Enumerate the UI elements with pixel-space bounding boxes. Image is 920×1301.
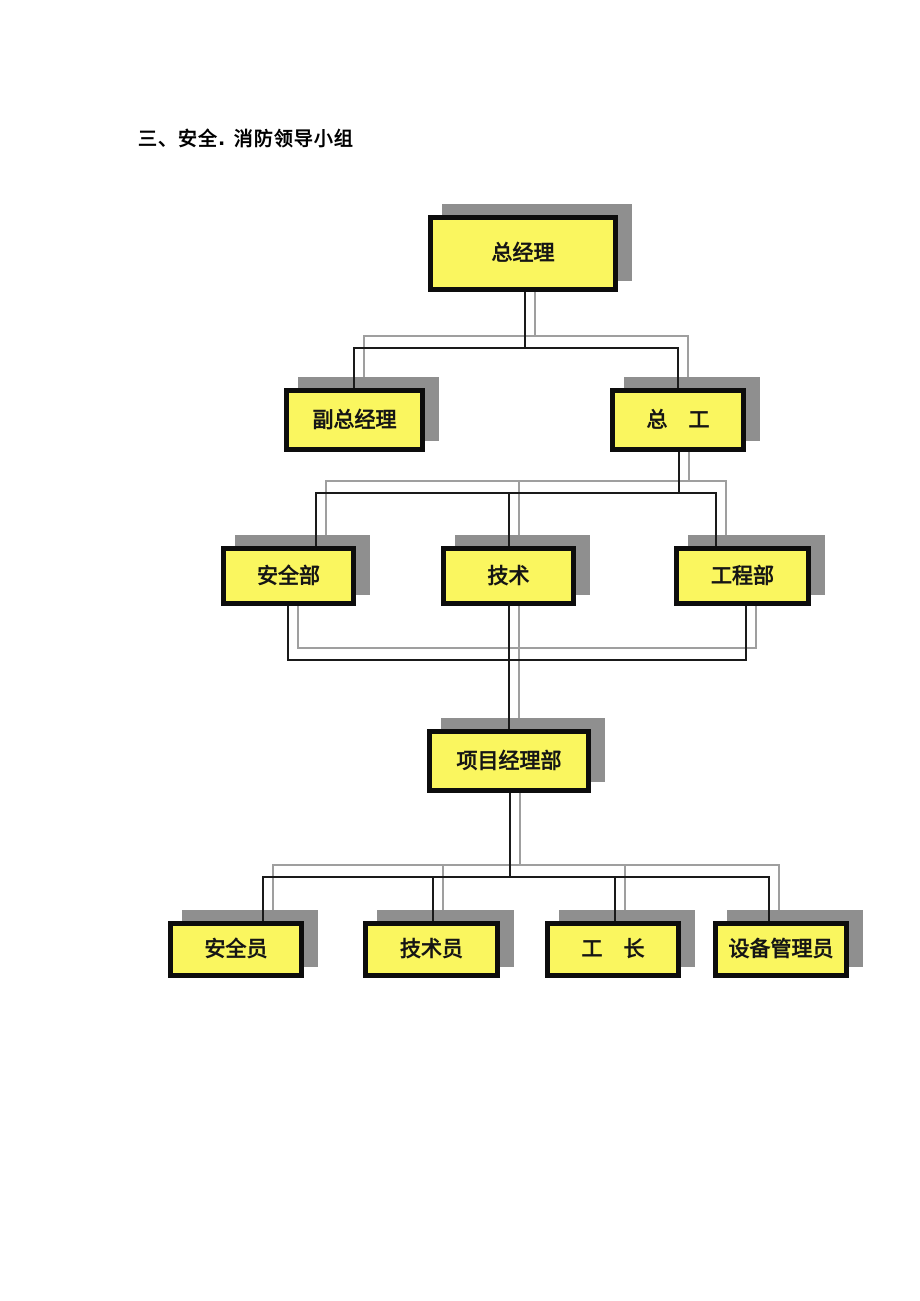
connector-line (614, 876, 616, 923)
connector-line-shadow (534, 279, 536, 337)
connector-line (262, 876, 770, 878)
connector-line (287, 604, 289, 661)
org-node-project-manager-dept: 项目经理部 (427, 729, 591, 793)
org-node-label: 工程部 (711, 563, 774, 588)
connector-line (715, 492, 717, 548)
connector-line (432, 876, 434, 923)
org-node-label: 项目经理部 (456, 748, 562, 773)
org-node-label: 设备管理员 (728, 937, 834, 961)
org-node-label: 总 工 (646, 407, 710, 432)
connector-line-shadow (688, 440, 690, 482)
connector-line (353, 347, 355, 390)
connector-line-shadow (325, 480, 327, 536)
connector-line-shadow (325, 480, 727, 482)
connector-line-shadow (519, 778, 521, 866)
connector-line (524, 291, 526, 349)
connector-line-shadow (363, 335, 689, 337)
connector-line-shadow (624, 864, 626, 911)
connector-line-shadow (272, 864, 274, 911)
connector-line-shadow (725, 480, 727, 536)
org-node-label: 安全部 (257, 563, 320, 588)
connector-line (745, 604, 747, 661)
connector-line (508, 492, 510, 548)
connector-line (768, 876, 770, 923)
org-node-label: 副总经理 (312, 407, 397, 432)
org-node-label: 技术员 (400, 937, 463, 961)
org-node-safety-officer: 安全员 (168, 921, 304, 978)
connector-line (315, 492, 317, 548)
connector-line-shadow (755, 592, 757, 649)
org-node-label: 安全员 (204, 937, 268, 961)
org-node-label: 总经理 (491, 241, 555, 265)
connector-line (315, 492, 717, 494)
org-node-safety-dept: 安全部 (221, 546, 356, 606)
org-node-technician: 技术员 (363, 921, 500, 978)
connector-line-shadow (518, 592, 520, 719)
org-node-engineering-dept: 工程部 (674, 546, 811, 606)
org-node-general-manager: 总经理 (428, 215, 618, 292)
connector-line (353, 347, 679, 349)
org-node-label: 技术 (487, 563, 530, 588)
section-title: 三、安全. 消防领导小组 (138, 128, 354, 150)
connector-line (509, 790, 511, 878)
org-node-label: 工 长 (581, 937, 645, 961)
connector-line (678, 452, 680, 494)
connector-line (287, 659, 747, 661)
connector-line-shadow (687, 335, 689, 378)
connector-line-shadow (297, 647, 757, 649)
connector-line (508, 604, 510, 731)
org-node-foreman: 工 长 (545, 921, 681, 978)
connector-line-shadow (297, 592, 299, 649)
connector-line-shadow (442, 864, 444, 911)
org-node-technology-dept: 技术 (441, 546, 576, 606)
org-node-chief-engineer: 总 工 (610, 388, 746, 452)
org-node-equipment-manager: 设备管理员 (713, 921, 849, 978)
connector-line-shadow (518, 480, 520, 536)
connector-line (677, 347, 679, 390)
connector-line-shadow (363, 335, 365, 378)
connector-line-shadow (778, 864, 780, 911)
connector-line (262, 876, 264, 923)
connector-line-shadow (272, 864, 780, 866)
org-node-deputy-general-manager: 副总经理 (284, 388, 425, 452)
